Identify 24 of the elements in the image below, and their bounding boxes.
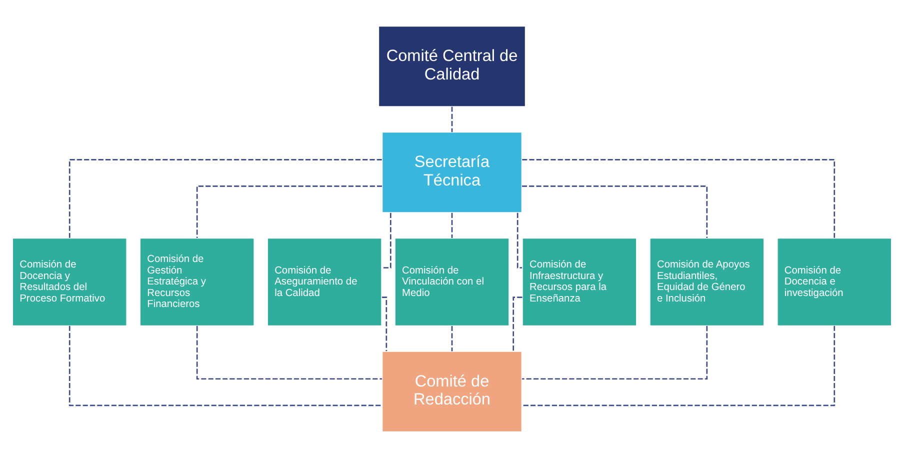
- connector: [196, 186, 382, 238]
- connector: [68, 159, 382, 238]
- node-box: Comité de Redacción: [382, 350, 522, 432]
- connector: [382, 212, 392, 268]
- connector: [382, 296, 388, 352]
- connector: [451, 326, 453, 352]
- node-box: Comisión de Docencia e investigación: [776, 238, 892, 326]
- connector: [196, 326, 382, 380]
- connector: [451, 106, 453, 132]
- connector: [516, 212, 522, 268]
- node-box: Secretaría Técnica: [382, 132, 522, 214]
- node-box: Comisión de Vinculación con el Medio: [394, 238, 510, 326]
- connector: [68, 326, 382, 406]
- node-box: Comisión de Aseguramiento de la Calidad: [266, 238, 382, 326]
- node-box: Comisión de Infraestructura y Recursos para la Enseñanza: [522, 238, 638, 326]
- node-box: Comité Central de Calidad: [378, 26, 526, 108]
- connector: [522, 159, 836, 238]
- node-box: Comisión de Apoyos Estudiantiles, Equidad de Género e Inclusión: [649, 238, 765, 326]
- connector: [522, 326, 836, 406]
- connector: [451, 212, 453, 238]
- connector: [522, 186, 708, 238]
- node-box: Comisión de Gestión Estratégica y Recursos Financieros: [139, 238, 255, 326]
- connector: [522, 326, 708, 380]
- node-box: Comisión de Docencia y Resultados del Proceso Formativo: [12, 238, 128, 326]
